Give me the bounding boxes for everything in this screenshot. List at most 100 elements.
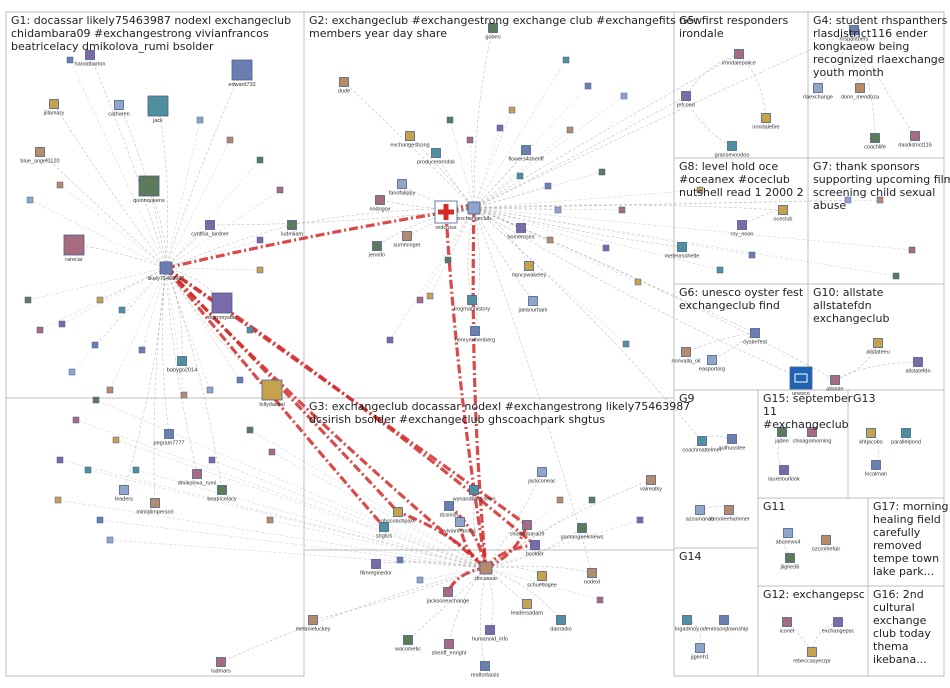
graph-node-unlabeled[interactable] [636,516,644,524]
graph-node-ozcrollrefair[interactable]: ozcrollrefair [812,535,841,553]
graph-node-quinnqueens[interactable]: quinnqueens [133,175,165,204]
graph-node-dmikolova-rumi[interactable]: dmikolova_rumi [178,469,217,487]
graph-node-meteorsshelte[interactable]: meteorsshelte [665,242,700,260]
graph-node-unlabeled[interactable] [112,436,120,444]
graph-node-redcross[interactable]: redcross [434,200,458,231]
graph-node-localman[interactable]: localman [865,460,887,478]
graph-node-unlabeled[interactable] [206,386,214,394]
graph-node-unlabeled[interactable] [96,516,104,524]
graph-node-chidambara09[interactable]: chidambara09 [510,520,545,538]
graph-node-unlabeled[interactable] [748,251,756,259]
graph-node-cynthia-lardner[interactable]: cynthia_lardner [191,220,229,238]
graph-node-odenmsonjtownship[interactable]: odenmsonjtownship [700,615,749,633]
graph-node-jackconeac[interactable]: jackconeac [527,467,556,485]
graph-node-wynandbooyseen[interactable]: wynandbooyseen [452,485,496,503]
graph-node-melanieluckey[interactable]: melanieluckey [296,615,331,633]
graph-node-leadersadam[interactable]: leadersadam [511,599,543,617]
graph-node-unlabeled[interactable] [622,340,630,348]
graph-node-beatricelacy[interactable]: beatricelacy [207,485,237,503]
graph-node-danradio[interactable]: danradio [550,615,572,633]
graph-node-jaeanurham[interactable]: jaeanurham [517,296,548,314]
graph-node-dcsirish[interactable]: dcsirish [440,501,459,519]
graph-node-unlabeled[interactable] [26,196,34,204]
graph-node-unlabeled[interactable] [844,196,852,204]
graph-node-chisagomorning[interactable]: chisagomorning [793,427,832,445]
graph-node-homeroses[interactable]: homeroses [507,223,535,241]
graph-node-unlabeled[interactable] [91,341,99,349]
graph-node-unlabeled[interactable] [508,106,516,114]
graph-node-blue-angel0120[interactable]: blue_angel0120 [20,147,60,165]
graph-node-unlabeled[interactable] [54,496,62,504]
graph-node-unlabeled[interactable] [256,266,264,274]
graph-node-haroldbarton[interactable]: haroldbarton [75,50,106,68]
graph-node-unlabeled[interactable] [598,168,606,176]
graph-node-irondalefire[interactable]: irondalefire [752,113,780,131]
graph-node-drjimmystar[interactable]: drjimmystar [208,292,237,321]
graph-node-unlabeled[interactable] [256,156,264,164]
graph-node-unlabeled[interactable] [446,116,454,124]
graph-node-unlabeled[interactable] [132,466,140,474]
graph-node-unlabeled[interactable] [562,56,570,64]
graph-node-flimreginedor[interactable]: flimreginedor [360,559,392,577]
graph-node-unlabeled[interactable] [226,136,234,144]
graph-node-producemrndsk[interactable]: producemrndsk [417,148,455,166]
graph-node-unlabeled[interactable] [444,256,452,264]
graph-node-unlabeled[interactable] [696,186,704,194]
graph-node-dude[interactable]: dude [338,77,350,95]
graph-node-wacometic[interactable]: wacometic [394,635,421,653]
graph-node-unlabeled[interactable] [72,416,80,424]
graph-node-unlabeled[interactable] [180,391,188,399]
graph-node-unlabeled[interactable] [208,456,216,464]
graph-node-nonvalla-oil[interactable]: nonvalla_oil [671,347,701,365]
graph-node-unlabeled[interactable] [56,456,64,464]
graph-node-unlabeled[interactable] [554,206,562,214]
graph-node-jacksonexchange[interactable]: jacksonexchange [426,587,470,605]
graph-node-flowers4sheriff[interactable]: flowers4sheriff [508,145,544,163]
graph-node-realtorbasis[interactable]: realtorbasis [471,661,500,679]
graph-node-irondalepolice[interactable]: irondalepolice [722,49,756,67]
graph-node-parallelpond[interactable]: parallelpond [891,428,921,446]
graph-node-unlabeled[interactable] [466,136,474,144]
graph-node-unlabeled[interactable] [246,426,254,434]
graph-node-rebeccasyerzpr[interactable]: rebeccasyerzpr [793,647,831,665]
graph-node-unlabeled[interactable] [58,320,66,328]
graph-node-unlabeled[interactable] [544,182,552,190]
graph-node-unlabeled[interactable] [266,516,274,524]
graph-node-rlaexchange[interactable]: rlaexchange [803,83,833,101]
graph-node-exchangestrong[interactable]: exchangestrong [390,131,430,149]
graph-node-valreatky[interactable]: valreatky [640,475,662,493]
graph-node-mintalimpersori[interactable]: mintalimpersori [136,498,174,516]
graph-node-unlabeled[interactable] [716,266,724,274]
graph-node-ghscoachpark[interactable]: ghscoachpark [381,507,415,525]
graph-node-shgtus[interactable]: shgtus [376,522,392,540]
graph-node-nodexl[interactable]: nodexl [584,568,600,586]
graph-node-nodogov[interactable]: nodogov [369,195,391,213]
graph-node-unlabeled[interactable] [556,496,564,504]
graph-node-jefcoed[interactable]: jefcoed [676,91,695,109]
graph-node-nancywakeley[interactable]: nancywakeley [512,261,547,279]
graph-node-unlabeled[interactable] [618,206,626,214]
graph-node-jillamary[interactable]: jillamary [43,99,64,117]
graph-node-jlighe36[interactable]: jlighe36 [780,553,800,571]
graph-node-unlabeled[interactable] [196,116,204,124]
graph-node-unlabeled[interactable] [876,196,884,204]
graph-node-docassar[interactable]: docassar [475,561,497,582]
graph-node-rhspanthers[interactable]: rhspanthers [839,25,869,43]
graph-node-jack[interactable]: jack [147,95,169,124]
graph-node-pegram7777[interactable]: pegram7777 [154,429,185,447]
graph-node-frogmanhistory[interactable]: frogmanhistory [454,295,491,313]
graph-node-jadeo[interactable]: jadeo [774,427,789,445]
graph-node-laurelourlook[interactable]: laurelourlook [768,465,800,483]
graph-node-unlabeled[interactable] [68,368,76,376]
graph-node-unlabeled[interactable] [84,466,92,474]
graph-node-humanoid-info[interactable]: humanoid_info [472,625,508,643]
graph-node-unlabeled[interactable] [588,496,596,504]
graph-node-oysterfest[interactable]: oysterfest [743,328,767,346]
graph-node-unlabeled[interactable] [566,126,574,134]
graph-node-unlabeled[interactable] [92,396,100,404]
graph-node-unlabeled[interactable] [56,181,64,189]
graph-node-gobeo[interactable]: gobeo [485,23,501,41]
graph-node-azcumanab[interactable]: azcumanab [686,505,714,523]
graph-node-gamangeekniews[interactable]: gamangeekniews [561,523,604,541]
graph-node-unlabeled[interactable] [138,346,146,354]
